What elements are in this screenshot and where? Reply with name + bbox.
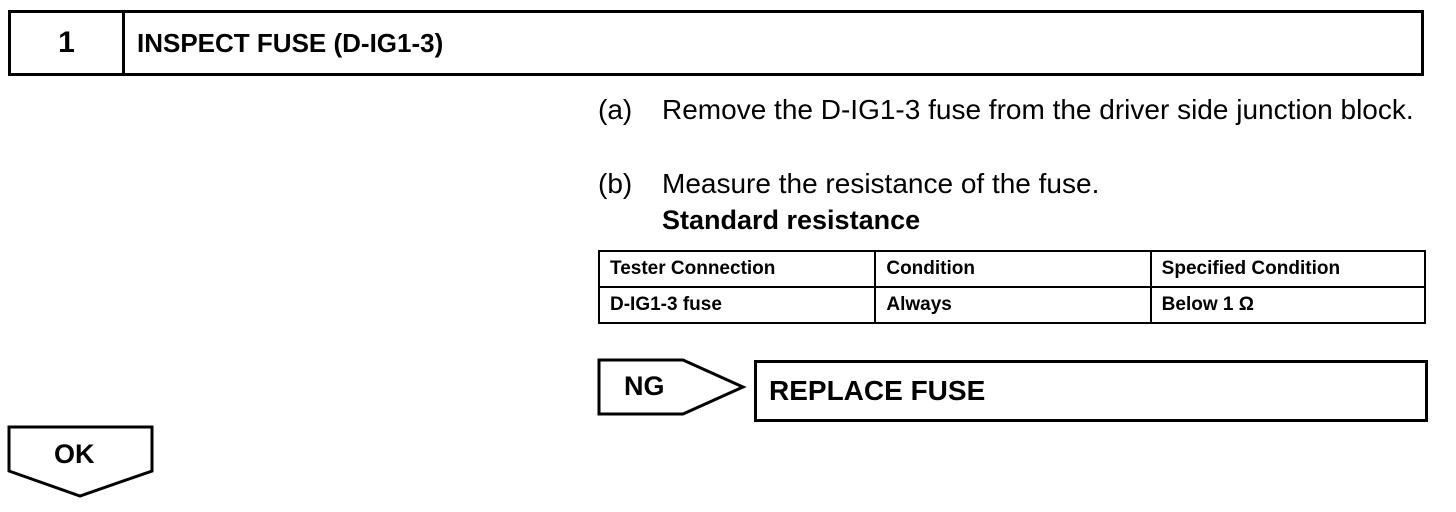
table-cell: Below 1 Ω [1149,286,1427,324]
ng-arrow-icon [597,358,747,416]
table-row: D-IG1-3 fuse Always Below 1 Ω [597,286,1427,324]
step-header: 1 INSPECT FUSE (D-IG1-3) [8,10,1424,76]
ng-label: NG [624,371,665,401]
table-cell: Always [874,286,1152,324]
ng-action-box: REPLACE FUSE [754,360,1428,422]
step-b-letter: (b) [598,168,633,199]
step-a: (a) Remove the D-IG1-3 fuse from the dri… [598,92,1418,172]
table-header-cell: Specified Condition [1149,250,1427,288]
ok-label: OK [54,439,95,469]
table-header-row: Tester Connection Condition Specified Co… [597,250,1427,288]
step-a-text: Remove the D-IG1-3 fuse from the driver … [662,94,1414,125]
table-cell: D-IG1-3 fuse [597,286,877,324]
step-a-letter: (a) [598,94,633,125]
step-title: INSPECT FUSE (D-IG1-3) [137,27,444,58]
step-number: 1 [11,13,125,73]
ng-action-text: REPLACE FUSE [769,375,986,406]
step-b: (b) Measure the resistance of the fuse. [598,166,1418,206]
table-header-cell: Tester Connection [597,250,877,288]
spec-table: Tester Connection Condition Specified Co… [597,250,1427,324]
ok-arrow-icon [7,425,154,498]
step-b-text: Measure the resistance of the fuse. [662,168,1100,199]
standard-resistance-heading: Standard resistance [662,205,921,235]
table-header-cell: Condition [874,250,1152,288]
